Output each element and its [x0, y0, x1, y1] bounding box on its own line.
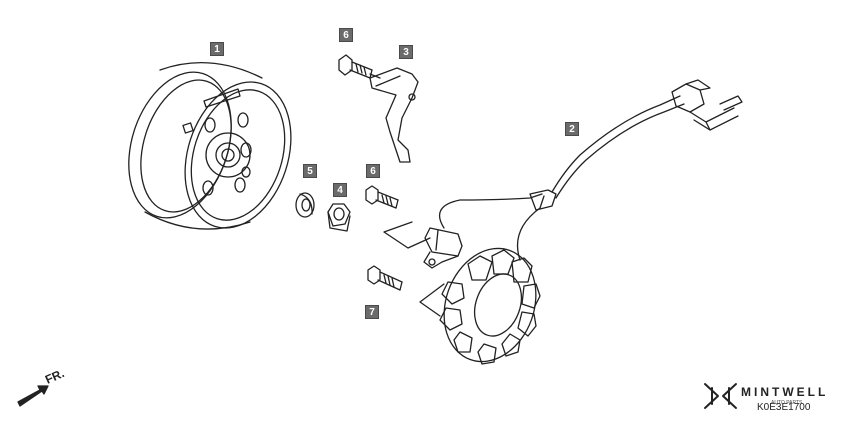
stator-assembly [423, 79, 743, 365]
wire-bracket [369, 67, 419, 163]
callout-6-lower: 6 [366, 164, 380, 178]
callout-2: 2 [565, 122, 579, 136]
callout-1: 1 [210, 42, 224, 56]
washer [295, 192, 315, 218]
flange-nut [327, 203, 351, 232]
brand-name: MINTWELL [741, 385, 829, 399]
front-direction-arrow [17, 385, 49, 407]
callout-3: 3 [399, 45, 413, 59]
bolt-stator [367, 265, 403, 291]
callout-6-upper: 6 [339, 28, 353, 42]
diagram-code: K0E3E1700 [757, 402, 811, 413]
callout-5: 5 [303, 164, 317, 178]
callout-7: 7 [365, 305, 379, 319]
brand-tagline: AUTO PARTS [771, 400, 803, 406]
mintwell-logo-icon [704, 383, 737, 409]
callout-4: 4 [333, 183, 347, 197]
leader-lines-bolt-stator [419, 283, 445, 317]
bolt-upper [338, 54, 373, 79]
bolt-lower [365, 185, 399, 209]
leader-lines-bolt-lower [383, 221, 431, 249]
flywheel-rotor [128, 62, 292, 230]
